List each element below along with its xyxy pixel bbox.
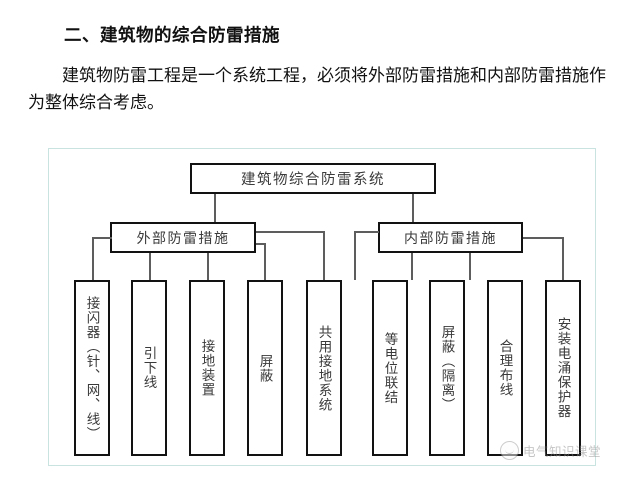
leaf-box-down-conductor[interactable]: 引下线: [131, 280, 167, 456]
leaf-box-earthing-device[interactable]: 接地装置: [189, 280, 225, 456]
wire-ext-3-v: [207, 253, 209, 280]
wire-ext-4-h: [256, 243, 265, 245]
node-branch-internal[interactable]: 内部防雷措施: [378, 222, 523, 253]
node-branch-internal-label: 内部防雷措施: [404, 229, 497, 246]
node-branch-external[interactable]: 外部防雷措施: [110, 222, 256, 253]
leaf-box-shielding[interactable]: 屏蔽: [247, 280, 283, 456]
watermark: 电气知识课堂: [500, 441, 601, 460]
leaf-label: 安装电涌保护器: [555, 317, 571, 419]
circle-smile-icon: [500, 441, 519, 460]
leaf-label: 等电位联结: [382, 331, 398, 405]
leaf-box-shielding-isolation[interactable]: 屏蔽（隔离）: [429, 280, 465, 456]
wire-int-1-v: [354, 231, 356, 280]
leaf-box-common-earthing-system[interactable]: 共用接地系统: [306, 280, 342, 456]
wire-ext-5-h: [256, 231, 324, 233]
wire-ext-2-v: [149, 253, 151, 280]
node-branch-external-label: 外部防雷措施: [136, 229, 230, 246]
leaf-box-spd-installation[interactable]: 安装电涌保护器: [545, 280, 581, 456]
watermark-label: 电气知识课堂: [523, 445, 602, 459]
wire-int-4-v: [562, 237, 564, 280]
wire-int-4-h: [523, 237, 563, 239]
leaf-box-equipotential-bonding[interactable]: 等电位联结: [372, 280, 408, 456]
wire-int-3-v: [469, 253, 471, 280]
leaf-box-rational-wiring[interactable]: 合理布线: [487, 280, 523, 456]
leaf-label: 屏蔽: [257, 353, 273, 383]
wire-int-1-h: [354, 231, 379, 233]
node-root-label: 建筑物综合防雷系统: [241, 172, 385, 188]
body-paragraph: 建筑物防雷工程是一个系统工程，必须将外部防雷措施和内部防雷措施作为整体综合考虑。: [28, 66, 606, 112]
leaf-label: 屏蔽（隔离）: [439, 324, 455, 412]
wire-ext-4-v: [264, 243, 266, 280]
leaf-label: 合理布线: [497, 339, 513, 397]
section-heading: 二、建筑物的综合防雷措施: [64, 25, 280, 45]
wire-ext-1-h: [92, 237, 112, 239]
wire-root-to-right: [412, 194, 414, 222]
leaf-label: 共用接地系统: [316, 324, 332, 412]
leaf-box-air-terminal[interactable]: 接闪器（针、网、线）: [74, 280, 110, 456]
leaf-label: 接闪器（针、网、线）: [84, 295, 100, 441]
wire-root-to-left: [214, 194, 216, 222]
wire-ext-1-v: [92, 237, 94, 280]
node-root[interactable]: 建筑物综合防雷系统: [190, 163, 436, 194]
leaf-label: 引下线: [141, 346, 157, 390]
leaf-label: 接地装置: [199, 339, 215, 397]
wire-int-2-v: [411, 253, 413, 280]
wire-ext-5-v: [323, 231, 325, 280]
